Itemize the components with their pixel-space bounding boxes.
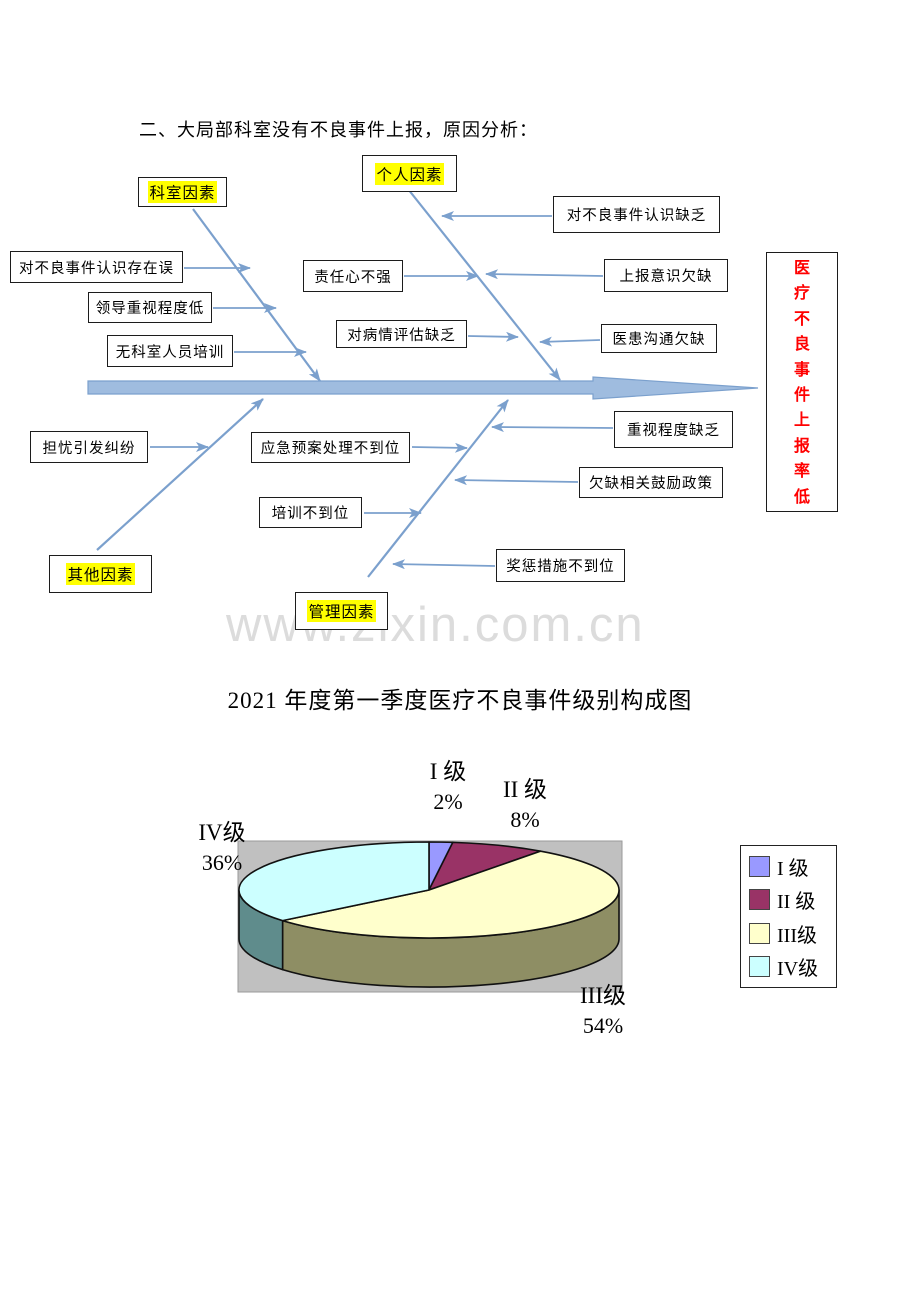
chart-title: 2021 年度第一季度医疗不良事件级别构成图 (227, 688, 693, 713)
effect-label: 医疗不良事件上报率低 (793, 260, 810, 506)
cause-label: 对不良事件认识缺乏 (566, 208, 707, 224)
fishbone-cause-box: 对病情评估缺乏 (336, 320, 467, 348)
cause-label: 医患沟通欠缺 (612, 332, 706, 348)
fishbone-cause-box: 应急预案处理不到位 (251, 432, 410, 463)
branch-other (96, 398, 264, 551)
legend-item: IV级 (749, 951, 836, 981)
pie-chart (237, 840, 623, 993)
legend-swatch (749, 856, 770, 878)
fishbone-cause-box: 领导重视程度低 (88, 292, 212, 323)
fishbone-cause-box: 担忧引发纠纷 (30, 431, 148, 463)
category-box-management: 管理因素 (295, 592, 388, 630)
pie-label-level2: II 级 8% (502, 777, 548, 832)
cause-label: 担忧引发纠纷 (42, 440, 136, 457)
category-label: 管理因素 (307, 600, 376, 622)
legend-label: IV级 (777, 957, 819, 980)
cause-label: 对病情评估缺乏 (347, 327, 456, 344)
category-box-dept: 科室因素 (138, 177, 227, 207)
cause-label: 领导重视程度低 (95, 301, 205, 317)
legend-item: III级 (749, 918, 836, 948)
fishbone-cause-box: 重视程度缺乏 (614, 411, 733, 448)
fishbone-diagram-lines (87, 188, 759, 578)
category-label: 科室因素 (148, 181, 217, 203)
legend-label: I 级 (777, 858, 809, 881)
fishbone-cause-box: 医患沟通欠缺 (601, 324, 717, 353)
legend-swatch (749, 955, 770, 977)
cause-label: 培训不到位 (271, 506, 350, 522)
cause-label: 奖惩措施不到位 (506, 559, 615, 575)
branch-management (367, 399, 509, 578)
chart-legend: I 级 II 级 III级 IV级 (740, 845, 837, 988)
legend-label: II 级 (777, 891, 816, 914)
effect-box: 医疗不良事件上报率低 (766, 252, 838, 512)
cause-label: 应急预案处理不到位 (260, 441, 401, 457)
pie-slices (238, 841, 620, 988)
fishbone-cause-box: 责任心不强 (303, 260, 403, 292)
fishbone-cause-box: 培训不到位 (259, 497, 362, 528)
legend-item: I 级 (749, 852, 836, 882)
pie-label-level1: I 级 2% (429, 759, 467, 814)
legend-label: III级 (777, 924, 817, 947)
spine-arrow (87, 376, 759, 400)
branch-personal (407, 188, 561, 381)
cause-label: 重视程度缺乏 (627, 423, 720, 439)
pie-label-level3: III级 54% (580, 983, 626, 1038)
legend-swatch (749, 922, 770, 944)
legend-item: II 级 (749, 885, 836, 915)
cause-label: 责任心不强 (314, 269, 392, 286)
fishbone-cause-box: 无科室人员培训 (107, 335, 233, 367)
category-label: 其他因素 (66, 563, 135, 585)
category-box-personal: 个人因素 (362, 155, 457, 192)
category-box-other: 其他因素 (49, 555, 152, 593)
cause-label: 欠缺相关鼓励政策 (589, 476, 713, 492)
pie-label-level4: IV级 36% (198, 820, 246, 875)
section-heading: 二、大局部科室没有不良事件上报，原因分析： (139, 120, 538, 140)
fishbone-cause-box: 对不良事件认识缺乏 (553, 196, 720, 233)
fishbone-cause-box: 对不良事件认识存在误 (10, 251, 183, 283)
fishbone-cause-box: 奖惩措施不到位 (496, 549, 625, 582)
cause-label: 上报意识欠缺 (619, 269, 713, 285)
cause-label: 对不良事件认识存在误 (19, 260, 174, 277)
legend-swatch (749, 889, 770, 911)
cause-label: 无科室人员培训 (115, 344, 225, 361)
category-label: 个人因素 (375, 162, 444, 185)
fishbone-cause-box: 欠缺相关鼓励政策 (579, 467, 723, 498)
fishbone-cause-box: 上报意识欠缺 (604, 259, 728, 292)
